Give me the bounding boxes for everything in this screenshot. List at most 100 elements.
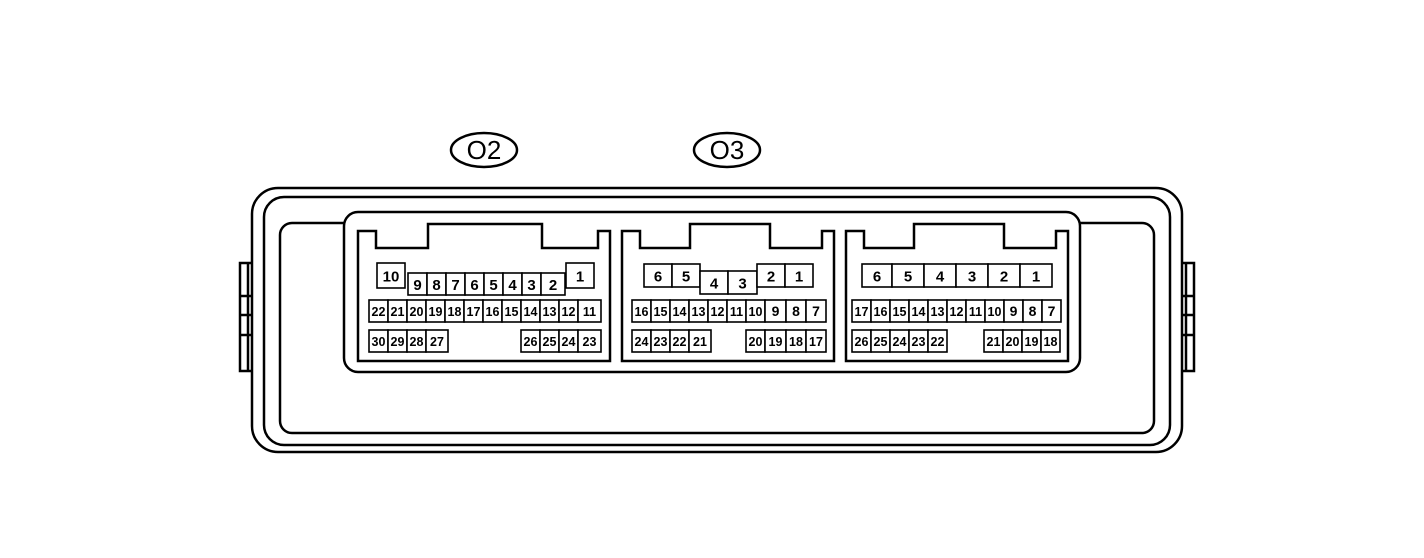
pin-cell: 14 xyxy=(669,299,690,323)
pin-number: 4 xyxy=(508,277,517,294)
pin-cell: 21 xyxy=(983,329,1004,353)
pin-cell: 27 xyxy=(425,329,449,353)
pin-cell: 28 xyxy=(406,329,427,353)
pin-number: 9 xyxy=(772,303,780,319)
pin-number: 5 xyxy=(489,277,497,294)
connector-label-o3: O3 xyxy=(692,131,762,169)
pin-number: 14 xyxy=(673,305,687,319)
pin-cell: 5 xyxy=(671,263,701,288)
pin-number: 12 xyxy=(562,305,576,319)
label-text-o3: O3 xyxy=(710,135,745,165)
pin-cell: 16 xyxy=(482,299,503,323)
pin-number: 21 xyxy=(693,335,707,349)
pin-number: 26 xyxy=(855,335,869,349)
pin-cell: 12 xyxy=(946,299,967,323)
pin-cell: 5 xyxy=(891,263,925,288)
pin-cell: 24 xyxy=(889,329,910,353)
pin-number: 6 xyxy=(470,277,478,294)
pin-cell: 10 xyxy=(376,262,406,289)
pin-cell: 4 xyxy=(923,263,957,288)
pin-cell: 17 xyxy=(805,329,827,353)
pin-cell: 26 xyxy=(851,329,872,353)
pin-box xyxy=(927,329,948,353)
pin-number: 14 xyxy=(912,305,926,319)
pin-number: 6 xyxy=(873,269,881,286)
pin-number: 20 xyxy=(410,305,424,319)
pin-cell: 3 xyxy=(521,272,542,296)
pin-number: 27 xyxy=(430,335,444,349)
pin-number: 1 xyxy=(1032,269,1040,286)
pin-number: 1 xyxy=(576,269,584,286)
pin-number: 22 xyxy=(673,335,687,349)
pin-cell: 21 xyxy=(688,329,712,353)
pin-number: 3 xyxy=(527,277,535,294)
pin-number: 21 xyxy=(987,335,1001,349)
pin-number: 24 xyxy=(893,335,907,349)
label-oval-o2 xyxy=(449,131,519,169)
pin-cell: 13 xyxy=(927,299,948,323)
pin-cell: 12 xyxy=(707,299,728,323)
pin-box xyxy=(376,262,406,289)
pin-box xyxy=(425,329,449,353)
pin-cell: 10 xyxy=(745,299,766,323)
pin-cell: 14 xyxy=(520,299,541,323)
pin-cell: 11 xyxy=(726,299,747,323)
pin-number: 8 xyxy=(792,303,800,319)
pin-cell: 8 xyxy=(1022,299,1043,323)
pin-number: 16 xyxy=(874,305,888,319)
pin-number: 15 xyxy=(654,305,668,319)
pin-cell: 19 xyxy=(1021,329,1042,353)
pin-number: 24 xyxy=(635,335,649,349)
pin-number: 20 xyxy=(1006,335,1020,349)
pin-number: 23 xyxy=(583,335,597,349)
pin-number: 25 xyxy=(543,335,557,349)
pin-number: 7 xyxy=(812,303,820,319)
pin-number: 23 xyxy=(654,335,668,349)
pin-cell: 9 xyxy=(407,272,428,296)
pin-number: 22 xyxy=(931,335,945,349)
label-text-o2: O2 xyxy=(467,135,502,165)
pin-number: 16 xyxy=(486,305,500,319)
connector-shell-right xyxy=(844,222,1070,363)
pin-number: 12 xyxy=(711,305,725,319)
pin-cell: 15 xyxy=(501,299,522,323)
pin-cell: 4 xyxy=(502,272,523,296)
pin-cell: 8 xyxy=(785,299,807,323)
pin-number: 26 xyxy=(524,335,538,349)
pin-number: 14 xyxy=(524,305,538,319)
pin-number: 6 xyxy=(654,269,662,286)
pin-number: 11 xyxy=(583,305,596,319)
pin-number: 5 xyxy=(904,269,912,286)
pin-cell: 10 xyxy=(984,299,1005,323)
pin-cell: 12 xyxy=(558,299,579,323)
pin-cell: 23 xyxy=(577,329,602,353)
pin-number: 7 xyxy=(451,277,459,294)
pin-number: 1 xyxy=(795,269,803,286)
pin-number: 8 xyxy=(432,277,440,294)
pin-cell: 21 xyxy=(387,299,408,323)
pin-number: 18 xyxy=(448,305,462,319)
pin-number: 23 xyxy=(912,335,926,349)
pin-cell: 8 xyxy=(426,272,447,296)
connector-label-o2: O2 xyxy=(449,131,519,169)
pin-number: 25 xyxy=(874,335,888,349)
pin-box xyxy=(577,329,602,353)
pin-cell: 1 xyxy=(1019,263,1053,288)
pin-number: 18 xyxy=(789,335,803,349)
pin-cell: 2 xyxy=(987,263,1021,288)
pin-number: 10 xyxy=(383,269,400,286)
pin-cell: 3 xyxy=(955,263,989,288)
pin-number: 19 xyxy=(769,335,783,349)
pin-cell: 20 xyxy=(406,299,427,323)
pin-cell: 13 xyxy=(688,299,709,323)
pin-box xyxy=(1040,329,1061,353)
pin-box xyxy=(688,329,712,353)
pin-cell: 15 xyxy=(889,299,910,323)
pin-number: 30 xyxy=(372,335,386,349)
pin-cell: 17 xyxy=(851,299,872,323)
